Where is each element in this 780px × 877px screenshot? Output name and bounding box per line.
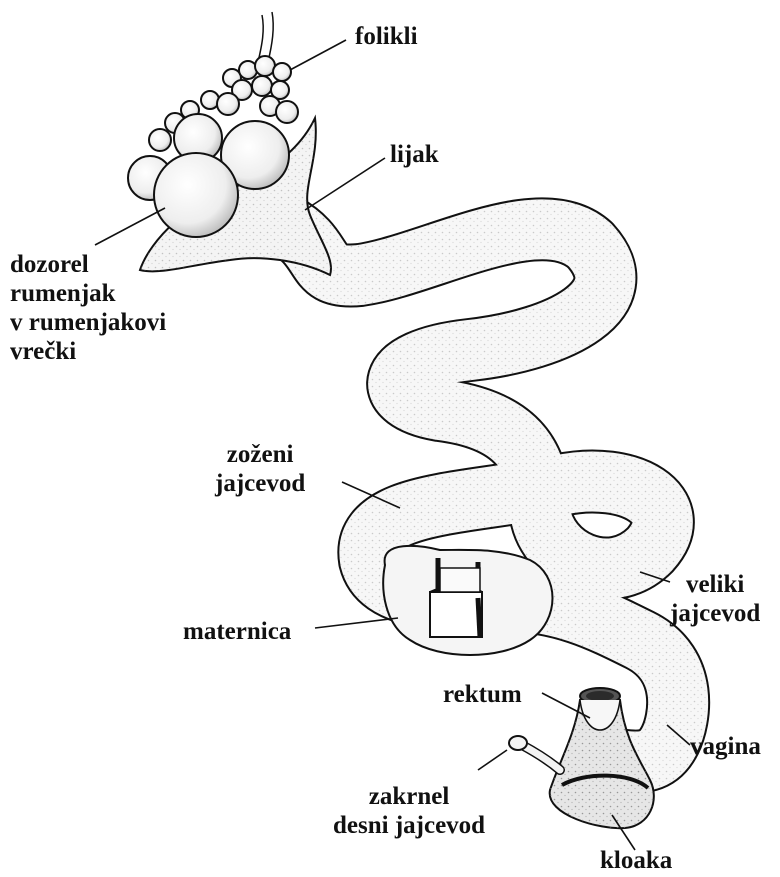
label-dozorel-rumenjak: dozorel rumenjak v rumenjakovi vrečki [10,250,166,366]
label-kloaka: kloaka [600,846,672,875]
label-veliki-line-1: veliki [670,570,760,599]
label-zakrnel-desni-jajcevod: zakrnel desni jajcevod [333,782,485,840]
label-dozorel-line-4: vrečki [10,337,166,366]
label-lijak: lijak [390,140,439,169]
cloaca-shape [509,688,654,828]
label-rektum: rektum [443,680,522,709]
uterus-shape [383,546,552,655]
label-zozeni-line-1: zoženi [215,440,305,469]
label-veliki-line-2: jajcevod [670,599,760,628]
label-zozeni-jajcevod: zoženi jajcevod [215,440,305,498]
label-dozorel-line-3: v rumenjakovi [10,308,166,337]
label-folikli: folikli [355,22,418,51]
label-dozorel-line-1: dozorel [10,250,166,279]
label-dozorel-line-2: rumenjak [10,279,166,308]
label-zakrnel-line-1: zakrnel [333,782,485,811]
label-zozeni-line-2: jajcevod [215,469,305,498]
label-veliki-jajcevod: veliki jajcevod [670,570,760,628]
label-zakrnel-line-2: desni jajcevod [333,811,485,840]
label-maternica: maternica [183,617,291,646]
label-vagina: vagina [690,732,761,761]
